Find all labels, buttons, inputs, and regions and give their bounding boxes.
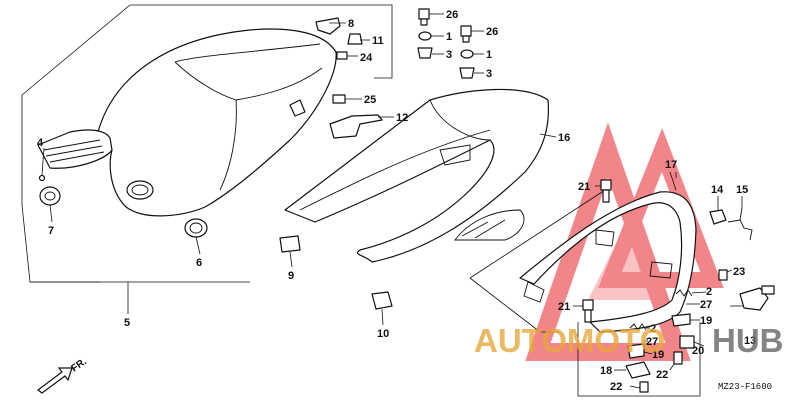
rear-cowl-part xyxy=(284,88,549,263)
callout-27a: 27 xyxy=(700,299,712,311)
callout-labels: 26 1 3 26 1 3 8 11 24 25 12 16 4 7 6 5 9… xyxy=(37,9,756,393)
callout-27b: 27 xyxy=(646,336,658,348)
cushion-10 xyxy=(371,291,393,310)
bracket-12 xyxy=(329,114,383,139)
washer-1-left xyxy=(418,31,432,41)
leader-lines xyxy=(41,13,744,389)
callout-1a: 1 xyxy=(446,31,452,43)
bolt-21-top xyxy=(600,179,612,203)
grommet-6 xyxy=(184,218,208,238)
bolt-22-right xyxy=(673,351,683,365)
spring-2-lower xyxy=(629,323,647,331)
callout-3b: 3 xyxy=(486,68,492,80)
callout-1b: 1 xyxy=(486,49,492,61)
callout-21b: 21 xyxy=(558,301,570,313)
grab-rail-part xyxy=(519,191,697,333)
bracket-8 xyxy=(315,17,341,35)
callout-19a: 19 xyxy=(700,315,712,327)
spring-2-upper xyxy=(675,289,693,297)
watermark-brand-part2: HUB xyxy=(712,322,784,359)
callout-15: 15 xyxy=(736,184,748,196)
washer-1-right xyxy=(460,49,474,59)
direction-label: FR. xyxy=(69,356,89,374)
bolt-24 xyxy=(336,51,348,60)
callout-18: 18 xyxy=(600,365,612,377)
callout-13: 13 xyxy=(744,335,756,347)
nut-11 xyxy=(347,33,363,45)
callout-17: 17 xyxy=(665,159,677,171)
hook-15 xyxy=(727,207,753,241)
grommet-7 xyxy=(39,186,61,206)
watermark-text: AUTOMOTO HUB xyxy=(474,322,784,359)
callout-2b: 2 xyxy=(650,323,656,335)
callout-26a: 26 xyxy=(446,9,458,21)
callout-12: 12 xyxy=(396,112,408,124)
rubber-3-right xyxy=(459,67,475,79)
bolt-26-right xyxy=(460,25,472,43)
bolt-21-lower xyxy=(582,299,594,323)
front-direction-arrow-icon: FR. xyxy=(37,356,89,394)
callout-23: 23 xyxy=(733,266,745,278)
watermark-brand-part1: AUTOMOTO xyxy=(474,322,665,359)
callout-8: 8 xyxy=(348,18,354,30)
callout-22a: 22 xyxy=(656,369,668,381)
lower-bracket-frame xyxy=(577,322,701,397)
nut-14 xyxy=(709,209,727,225)
callout-26b: 26 xyxy=(486,26,498,38)
callout-10: 10 xyxy=(377,328,389,340)
clip-19-upper xyxy=(671,313,691,327)
callout-4: 4 xyxy=(37,137,44,149)
diagram-code: MZ23-F1600 xyxy=(718,382,772,392)
lock-13 xyxy=(739,285,775,311)
callout-2a: 2 xyxy=(706,286,712,298)
rubber-3-left xyxy=(417,47,433,59)
callout-24: 24 xyxy=(360,52,373,64)
clip-19-lower xyxy=(627,343,645,359)
cushion-9 xyxy=(279,235,301,253)
callout-9: 9 xyxy=(288,270,294,282)
callout-22b: 22 xyxy=(610,381,622,393)
bracket-18 xyxy=(625,361,651,379)
bolt-22-bottom xyxy=(639,381,649,393)
callout-25: 25 xyxy=(364,94,376,106)
screw-4 xyxy=(38,174,46,182)
callout-19b: 19 xyxy=(652,349,664,361)
callout-3a: 3 xyxy=(446,49,452,61)
clip-20 xyxy=(679,335,695,349)
callout-6: 6 xyxy=(196,257,202,269)
bolt-26-left xyxy=(418,8,430,26)
callout-21a: 21 xyxy=(578,181,590,193)
seat-part xyxy=(37,28,337,217)
callout-5: 5 xyxy=(124,317,130,329)
callout-16: 16 xyxy=(558,132,570,144)
bolt-25 xyxy=(332,94,346,104)
callout-7: 7 xyxy=(48,225,54,237)
grab-rail-group-frame xyxy=(469,172,677,333)
callout-20: 20 xyxy=(692,345,704,357)
bolt-23 xyxy=(718,269,728,281)
callout-14: 14 xyxy=(711,184,724,196)
callout-11: 11 xyxy=(372,35,384,47)
